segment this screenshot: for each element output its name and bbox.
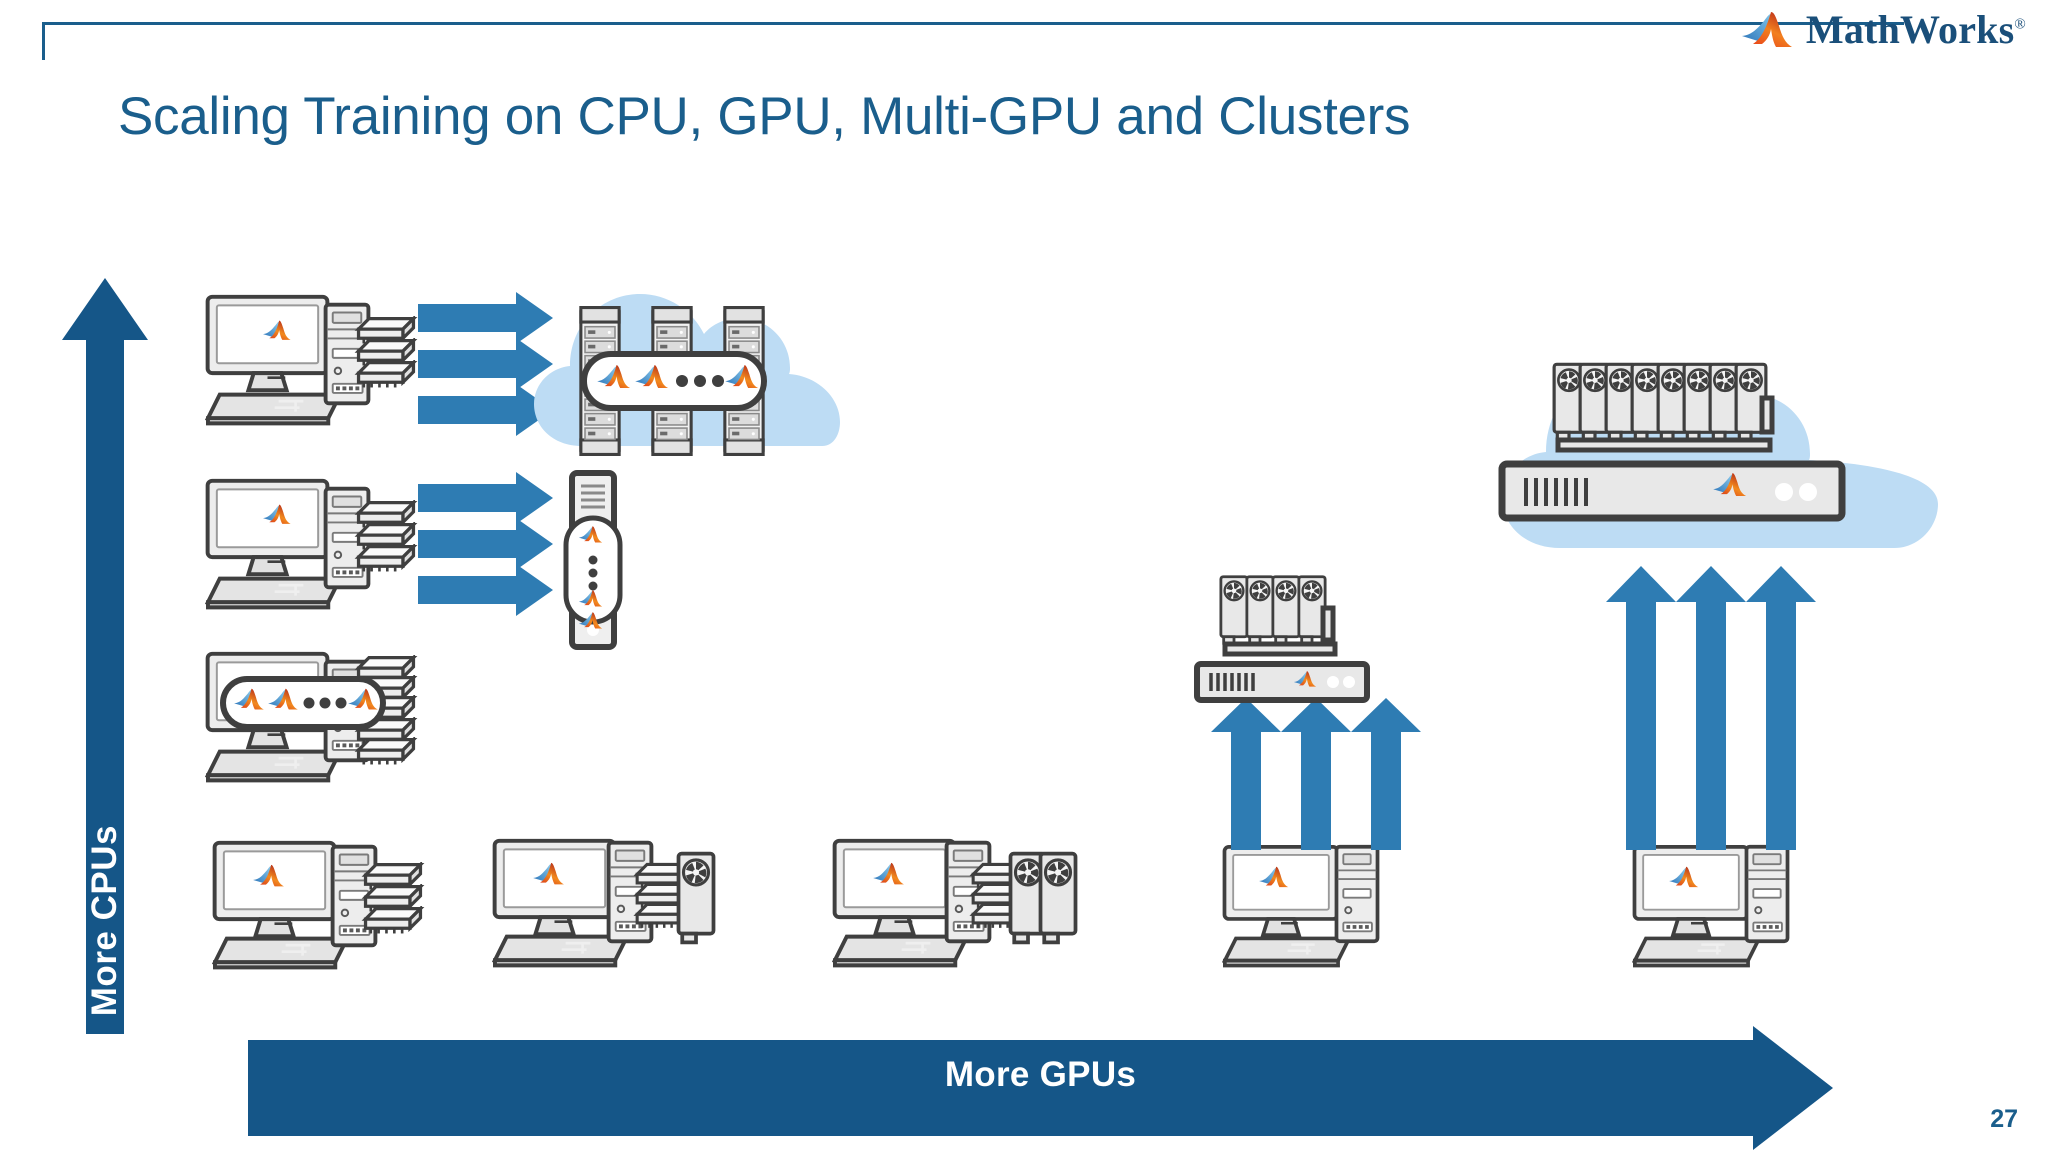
gpu-card-group [1552, 362, 1775, 453]
flow-arrows-to-gpu-server [1205, 698, 1421, 850]
gpu-card-group [676, 851, 716, 945]
header-rule [42, 22, 1904, 25]
flow-arrows-to-server [418, 472, 558, 616]
rack-server-1u [1194, 661, 1370, 703]
cloud-server-cluster [530, 258, 850, 473]
gpu-card-group [1008, 851, 1078, 945]
gpu-server-unit [1194, 570, 1412, 710]
desktop-to-cloud-workstation [205, 294, 416, 428]
logo-wordmark: MathWorks® [1806, 6, 2026, 53]
page-title: Scaling Training on CPU, GPU, Multi-GPU … [118, 87, 1411, 146]
vent-lines [1209, 673, 1255, 691]
mathworks-logo: MathWorks® [1740, 6, 2026, 53]
logo-registered-mark: ® [2014, 16, 2026, 33]
rack-server-1u [1498, 460, 1846, 522]
worker-pill-overlay [581, 351, 767, 411]
flow-arrows-to-cloud [418, 292, 558, 436]
cpu-chip-stack [363, 862, 423, 936]
logo-brand-text: MathWorks [1805, 7, 2015, 52]
worker-pill-overlay [220, 676, 386, 730]
vent-lines [1524, 478, 1588, 506]
desktop-multi-gpu [832, 834, 1082, 982]
desktop-single-gpu [492, 834, 722, 982]
gpu-card-group [1219, 575, 1338, 657]
desktop-client-gpu-cloud [1632, 844, 1797, 984]
more-gpus-axis-arrow [248, 1026, 1833, 1150]
header-tick [42, 22, 45, 60]
desktop-cpu-only [212, 840, 423, 980]
mathworks-membrane-icon [1741, 11, 1792, 47]
desktop-client-gpu-server [1222, 844, 1387, 984]
more-cpus-axis-arrow [62, 278, 148, 1034]
gpu-cloud-cluster [1490, 320, 1950, 570]
worker-pill-overlay [563, 515, 623, 629]
cpu-chip-stack [356, 500, 416, 574]
parallel-workstation [205, 651, 435, 815]
flow-arrows-to-gpu-cloud [1600, 560, 1816, 850]
cpu-chip-stack [356, 316, 416, 390]
page-number: 27 [1990, 1105, 2018, 1133]
desktop-to-server-workstation [205, 478, 416, 612]
rack-server-single [558, 470, 628, 650]
